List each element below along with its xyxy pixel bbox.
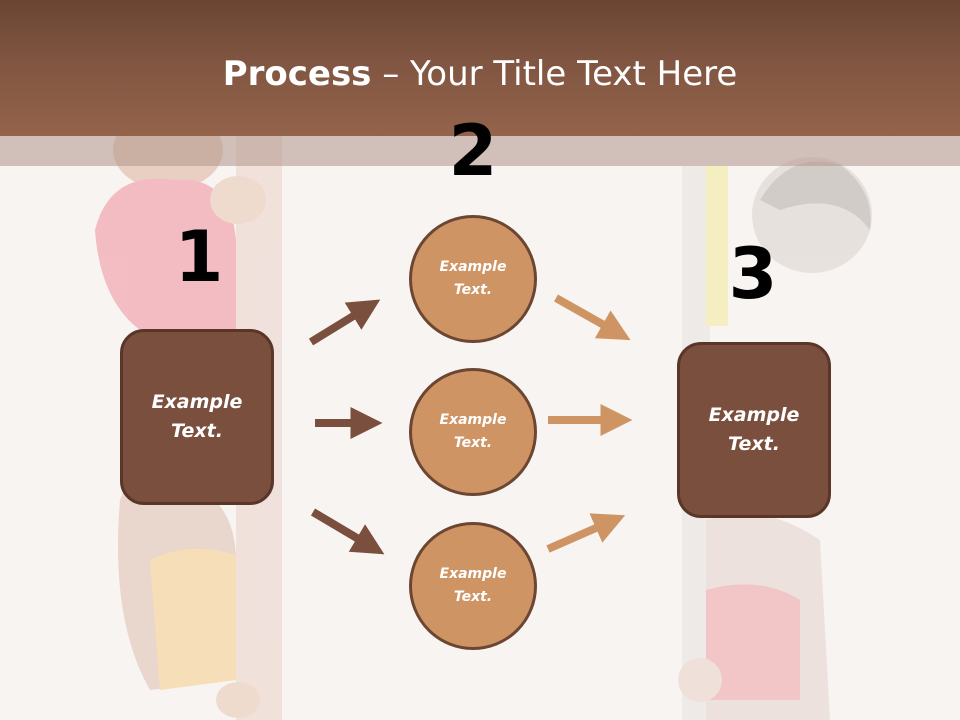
- page-title: Process – Your Title Text Here: [0, 52, 960, 96]
- left-process-box: Example Text.: [120, 329, 274, 505]
- title-bold: Process: [222, 54, 372, 94]
- title-rest: – Your Title Text Here: [371, 54, 738, 94]
- step-number-1: 1: [174, 216, 224, 298]
- circle-top: Example Text.: [409, 215, 537, 343]
- circle-middle: Example Text.: [409, 368, 537, 496]
- header-band: [0, 136, 960, 166]
- circle-bottom-label: Example Text.: [439, 566, 507, 605]
- arrow-top-to-right: [554, 294, 631, 341]
- right-box-label: Example Text.: [708, 404, 800, 455]
- arrow-left-to-top: [308, 299, 381, 346]
- title-header-bar: [0, 0, 960, 136]
- right-process-box: Example Text.: [677, 342, 831, 518]
- step-number-3: 3: [728, 233, 778, 315]
- circle-middle-label: Example Text.: [439, 412, 507, 451]
- left-box-label: Example Text.: [151, 391, 243, 442]
- arrow-left-to-bottom: [310, 508, 385, 555]
- step-number-2: 2: [448, 110, 498, 192]
- circle-top-label: Example Text.: [439, 259, 507, 298]
- circle-bottom: Example Text.: [409, 522, 537, 650]
- arrow-bottom-to-right: [546, 513, 626, 553]
- left-child-photo: [95, 110, 282, 720]
